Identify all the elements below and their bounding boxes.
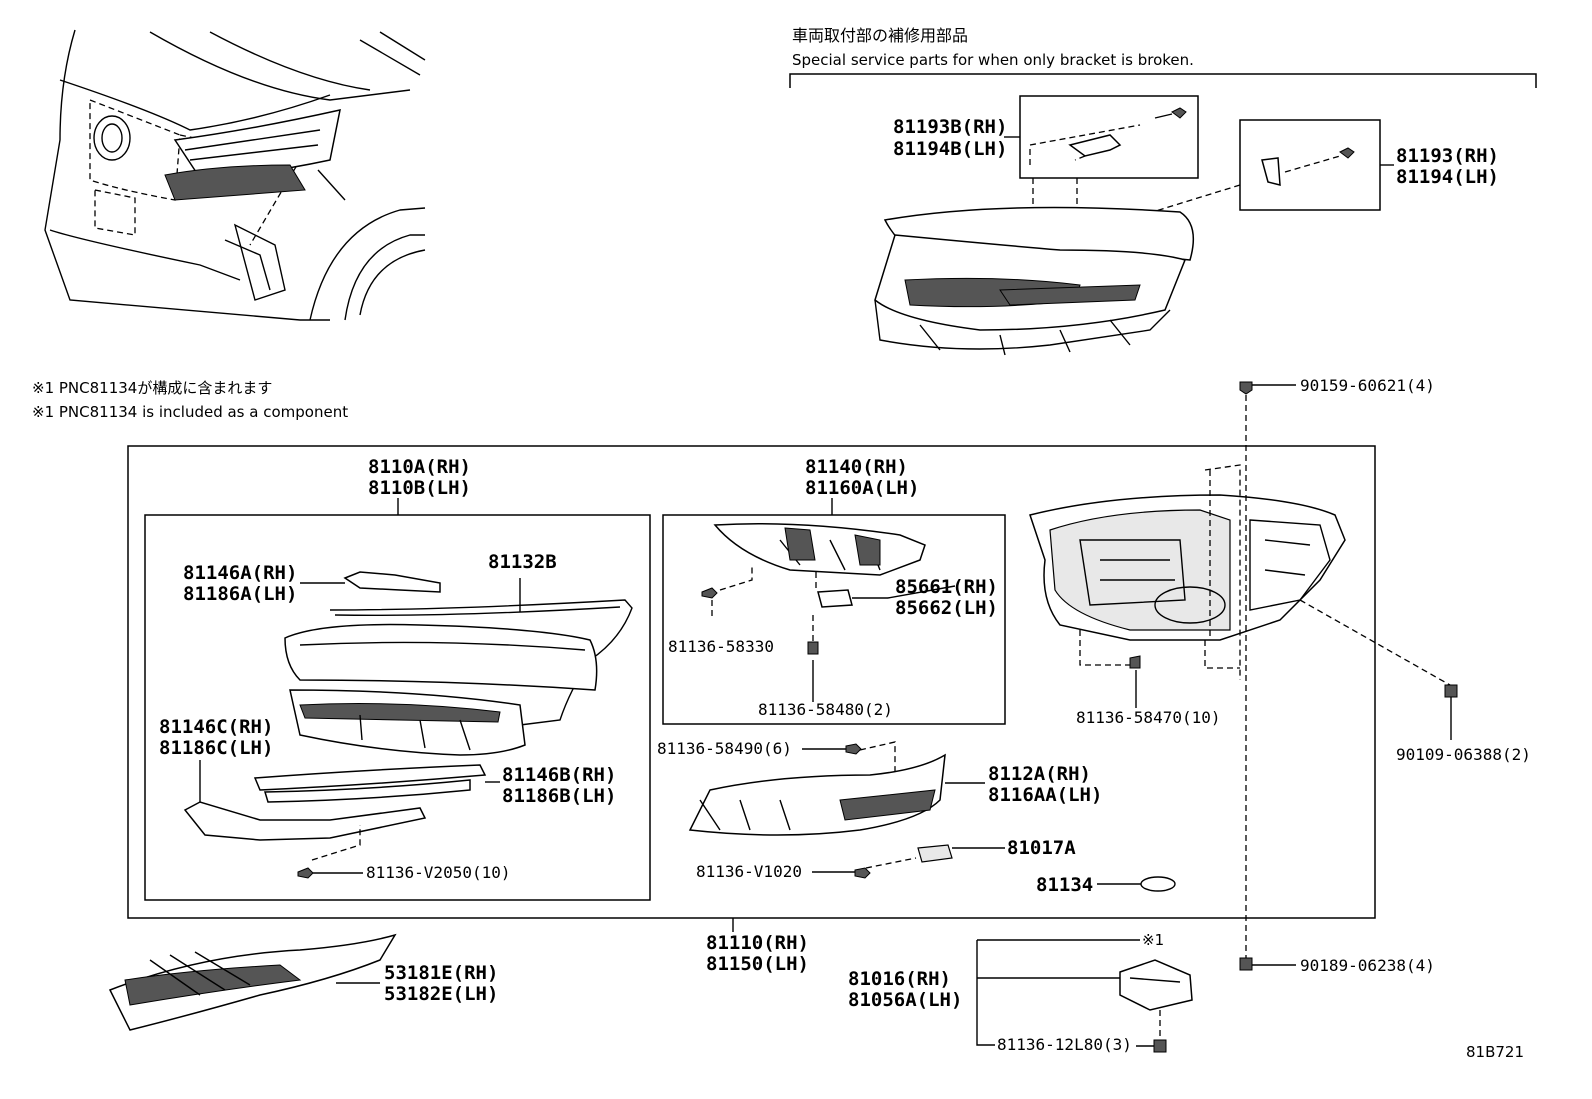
note-en: ※1 PNC81134 is included as a component xyxy=(32,403,349,421)
screw-58470-icon xyxy=(1129,655,1141,669)
bolt-90159-icon xyxy=(1239,381,1253,395)
part-8112A[interactable]: 8112A(RH) xyxy=(988,763,1091,785)
part-81136-V1020[interactable]: 81136-V1020 xyxy=(696,862,802,881)
part-81160A[interactable]: 81160A(LH) xyxy=(805,477,920,499)
part-81134[interactable]: 81134 xyxy=(1036,874,1094,896)
part-81193[interactable]: 81193(RH) xyxy=(1396,145,1499,167)
turn-lamp-illustration xyxy=(108,933,397,1031)
part-81056A[interactable]: 81056A(LH) xyxy=(848,989,963,1011)
bracket-section xyxy=(789,73,1537,356)
part-81186A[interactable]: 81186A(LH) xyxy=(183,583,298,605)
part-85661[interactable]: 85661(RH) xyxy=(895,576,998,598)
reflector-subassembly-box xyxy=(662,514,1006,725)
part-81136-58330[interactable]: 81136-58330 xyxy=(668,637,774,656)
note-jp: ※1 PNC81134が構成に含まれます xyxy=(32,379,273,397)
part-81136-58470[interactable]: 81136-58470(10) xyxy=(1076,708,1221,727)
part-81146A[interactable]: 81146A(RH) xyxy=(183,562,298,584)
main-assembly-box xyxy=(127,445,1376,919)
part-81146B[interactable]: 81146B(RH) xyxy=(502,764,617,786)
part-53181E[interactable]: 53181E(RH) xyxy=(384,962,499,984)
part-81146C[interactable]: 81146C(RH) xyxy=(159,716,274,738)
part-81140[interactable]: 81140(RH) xyxy=(805,456,908,478)
part-81136-12L80[interactable]: 81136-12L80(3) xyxy=(997,1035,1132,1054)
housing-illustration xyxy=(1029,464,1451,686)
part-81194B[interactable]: 81194B(LH) xyxy=(893,138,1008,160)
part-90189[interactable]: 90189-06238(4) xyxy=(1300,956,1435,975)
bolt-90109-icon xyxy=(1444,684,1458,698)
part-90109[interactable]: 90109-06388(2) xyxy=(1396,745,1531,764)
bolt-90189-icon xyxy=(1239,957,1253,971)
ballast-illustration xyxy=(976,939,1193,1053)
vehicle-overview-sketch xyxy=(44,29,426,321)
part-8110B[interactable]: 8110B(LH) xyxy=(368,477,471,499)
lens-parts-illustration xyxy=(183,571,633,879)
part-81136-58480[interactable]: 81136-58480(2) xyxy=(758,700,893,719)
lower-parts-illustration xyxy=(688,741,1176,892)
part-81136-V2050[interactable]: 81136-V2050(10) xyxy=(366,863,511,882)
part-81017A[interactable]: 81017A xyxy=(1007,837,1076,859)
header-jp-title: 車両取付部の補修用部品 xyxy=(792,26,969,45)
header-en-title: Special service parts for when only brac… xyxy=(792,51,1194,69)
diagram-code: 81B721 xyxy=(1466,1043,1525,1061)
part-81194[interactable]: 81194(LH) xyxy=(1396,166,1499,188)
part-53182E[interactable]: 53182E(LH) xyxy=(384,983,499,1005)
part-8116AA[interactable]: 8116AA(LH) xyxy=(988,784,1103,806)
part-81150[interactable]: 81150(LH) xyxy=(706,953,809,975)
part-81016[interactable]: 81016(RH) xyxy=(848,968,951,990)
part-81110[interactable]: 81110(RH) xyxy=(706,932,809,954)
part-85662[interactable]: 85662(LH) xyxy=(895,597,998,619)
part-81132B[interactable]: 81132B xyxy=(488,551,557,573)
part-90159[interactable]: 90159-60621(4) xyxy=(1300,376,1435,395)
part-81136-58490[interactable]: 81136-58490(6) xyxy=(657,739,792,758)
footnote-mark: ※1 xyxy=(1142,931,1165,949)
part-81186C[interactable]: 81186C(LH) xyxy=(159,737,274,759)
part-81193B[interactable]: 81193B(RH) xyxy=(893,116,1008,138)
part-8110A[interactable]: 8110A(RH) xyxy=(368,456,471,478)
part-81186B[interactable]: 81186B(LH) xyxy=(502,785,617,807)
reflector-parts-illustration xyxy=(701,523,926,702)
